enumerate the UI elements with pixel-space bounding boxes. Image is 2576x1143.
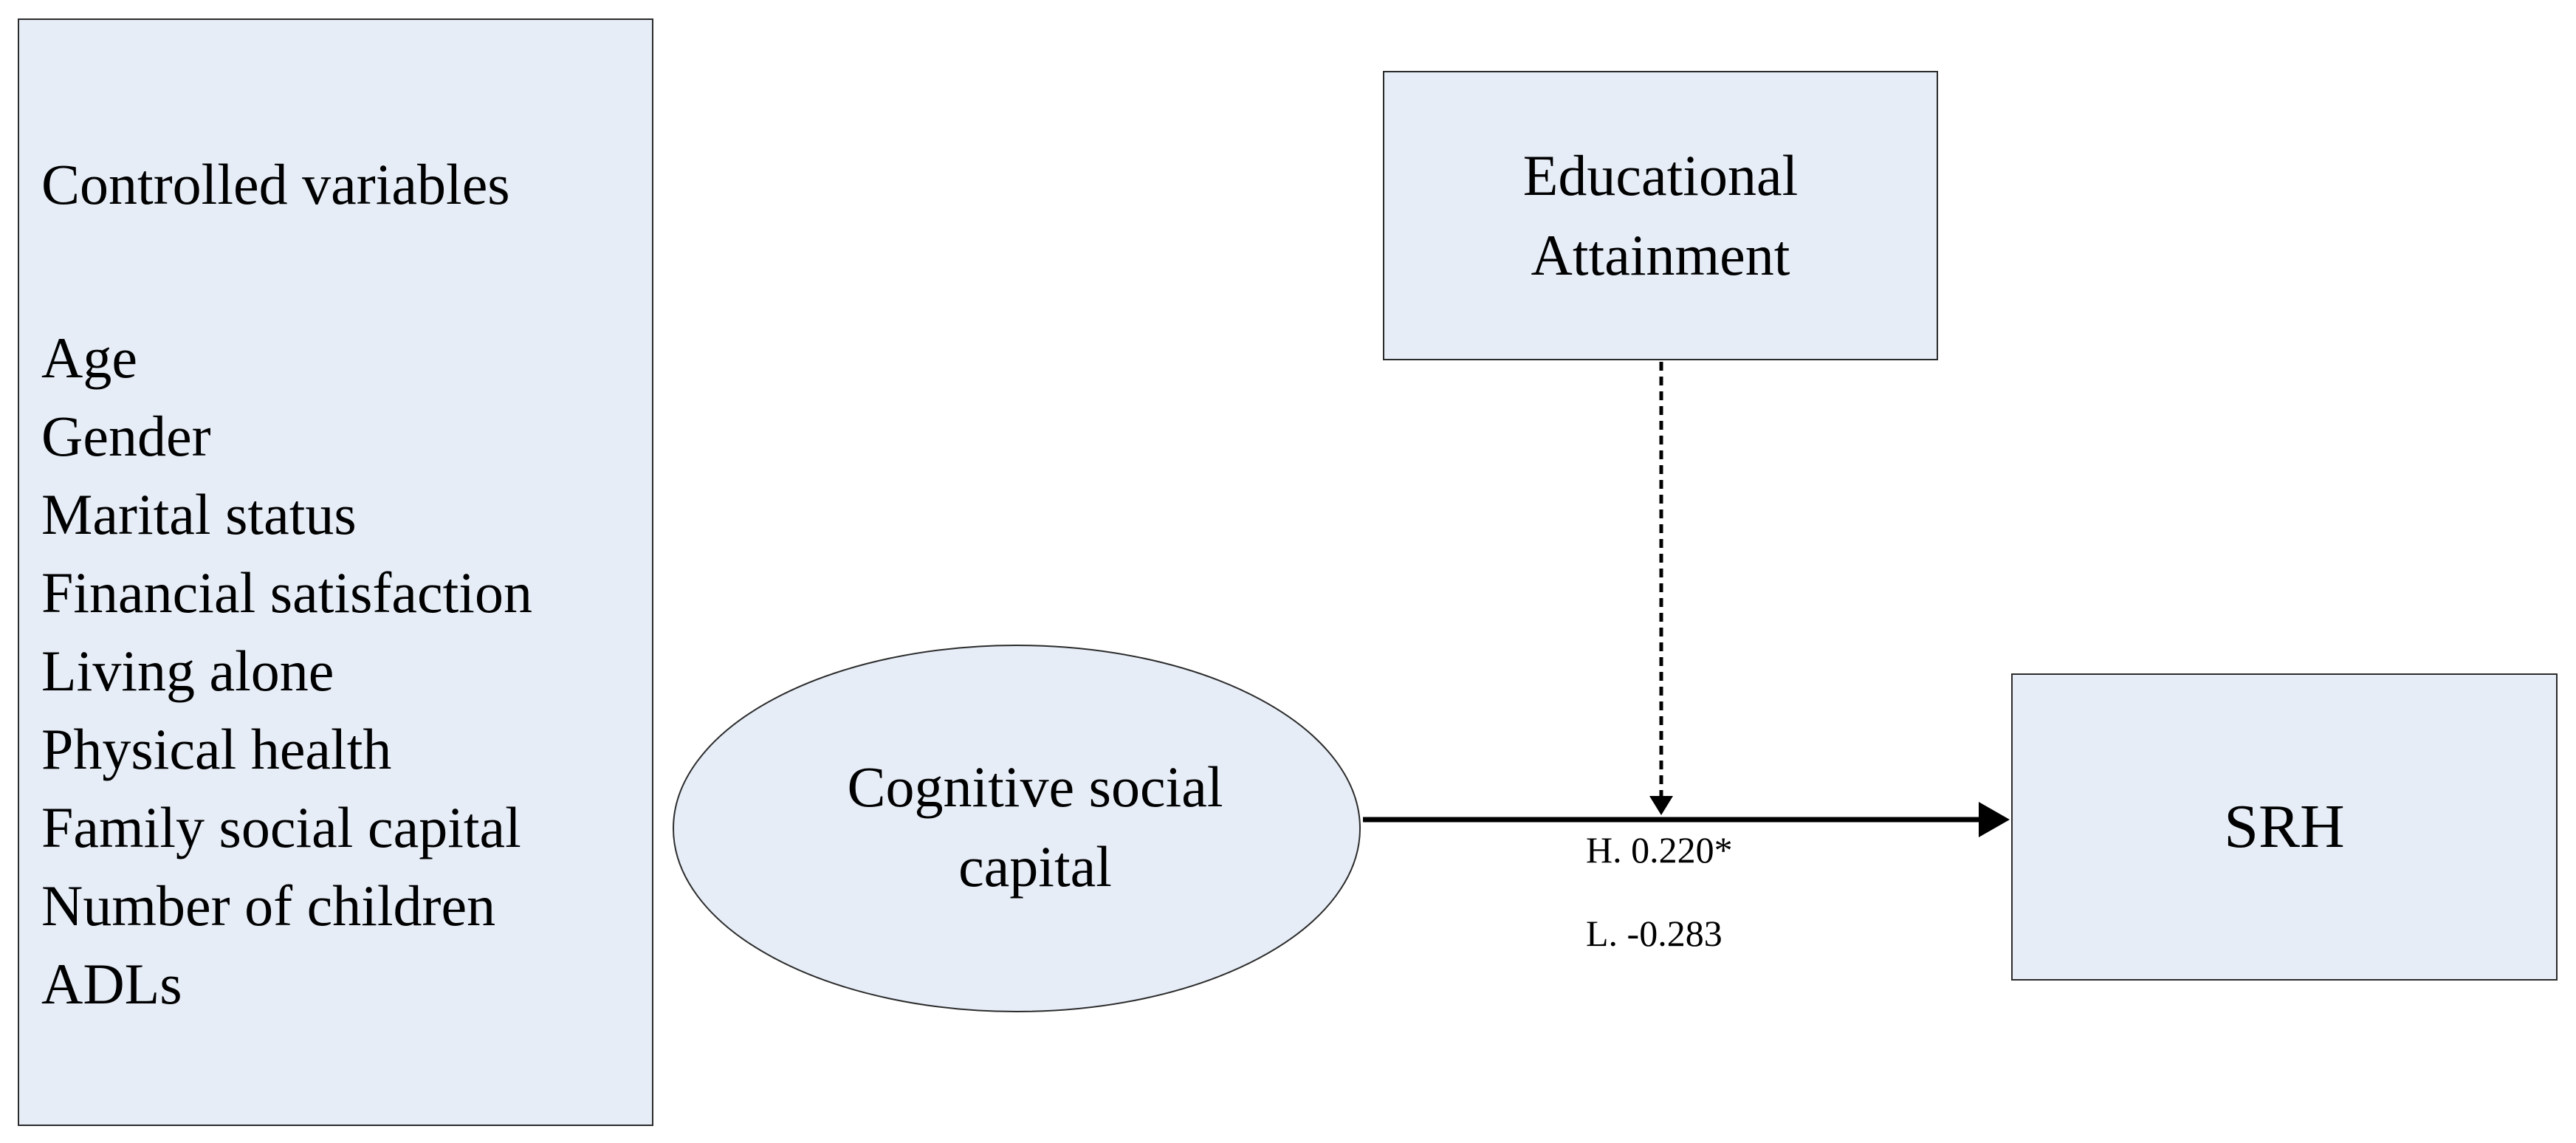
srh-box: SRH	[2011, 673, 2558, 981]
controlled-variable-item: Financial satisfaction	[41, 560, 532, 625]
controlled-variable-item: Living alone	[41, 639, 334, 703]
educational-attainment-label: Educational Attainment	[1522, 143, 1799, 287]
main-path-arrowhead	[1979, 802, 2010, 837]
educational-attainment-box: Educational Attainment	[1383, 71, 1938, 360]
low-education-coefficient: L. -0.283	[1586, 913, 1723, 954]
controlled-variable-item: Number of children	[41, 873, 496, 938]
moderation-arrowhead	[1649, 796, 1673, 815]
controlled-variables-box: Controlled variables Age Gender Marital …	[18, 18, 653, 1126]
srh-label: SRH	[2224, 792, 2345, 861]
controlled-variable-item: Marital status	[41, 482, 357, 546]
controlled-variable-item: Family social capital	[41, 795, 521, 859]
cognitive-social-capital-label: Cognitive social capital	[847, 755, 1223, 899]
controlled-variable-item: Physical health	[41, 717, 392, 781]
controlled-variables-list: Age Gender Marital status Financial sati…	[41, 319, 532, 1023]
controlled-variable-item: ADLs	[41, 952, 182, 1016]
high-education-coefficient: H. 0.220*	[1586, 829, 1733, 871]
controlled-variable-item: Gender	[41, 404, 211, 468]
controlled-variables-title: Controlled variables	[41, 152, 510, 216]
cognitive-social-capital-ellipse	[673, 645, 1361, 1012]
controlled-variable-item: Age	[41, 326, 137, 390]
